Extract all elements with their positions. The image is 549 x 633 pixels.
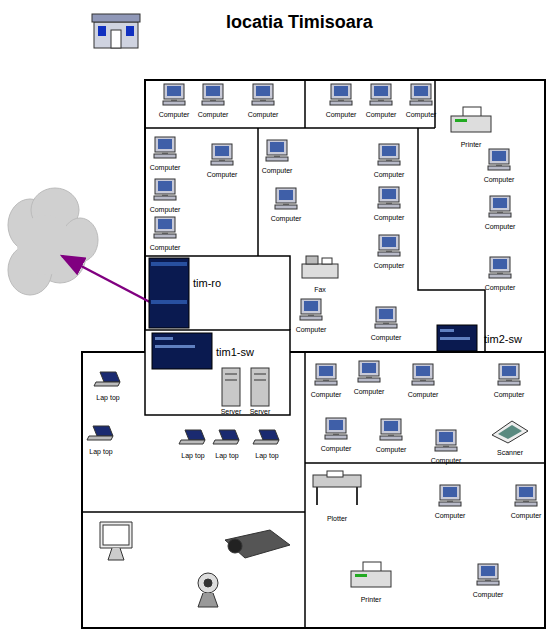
device-label: Computer [431,457,462,465]
device-label: Computer [485,284,516,292]
device-label: Computer [435,512,466,520]
device-label: Computer [150,164,181,172]
device-label: Computer [511,512,542,520]
device-label: Lap top [89,448,112,456]
device-label: Computer [366,111,397,119]
device-label: Lap top [181,452,204,460]
device-label: Server [221,408,242,416]
device-label: Computer [374,214,405,222]
device-label: Computer [326,111,357,119]
device-name: tim-ro [193,277,221,289]
device-label: Computer [248,111,279,119]
device-label: Plotter [327,515,347,523]
device-label: Server [250,408,271,416]
device-label: Computer [406,111,437,119]
device-label: Computer [485,223,516,231]
device-label: Computer [321,445,352,453]
device-label: Computer [371,334,402,342]
device-label: Fax [314,286,326,294]
device-label: Lap top [96,394,119,402]
device-label: Computer [150,244,181,252]
av-equipment [100,522,290,607]
device-label: Computer [494,391,525,399]
cloud [8,188,98,295]
device-label: Scanner [497,449,523,457]
device-label: Computer [198,111,229,119]
device-label: Computer [354,388,385,396]
device-icons [87,84,537,587]
device-name: tim1-sw [216,346,254,358]
building-icon [92,14,140,48]
device-label: Lap top [215,452,238,460]
device-label: Computer [311,391,342,399]
title: locatia Timisoara [226,12,373,33]
device-label: Computer [473,591,504,599]
device-name: tim2-sw [484,333,522,345]
device-label: Computer [374,262,405,270]
device-label: Computer [271,215,302,223]
device-label: Computer [159,111,190,119]
device-label: Computer [484,176,515,184]
device-label: Printer [361,596,382,604]
rack [149,258,477,369]
device-label: Computer [150,206,181,214]
device-label: Printer [461,141,482,149]
device-label: Lap top [255,452,278,460]
device-label: Computer [374,171,405,179]
device-label: Computer [376,446,407,454]
device-label: Computer [296,326,327,334]
device-label: Computer [207,171,238,179]
device-label: Computer [408,391,439,399]
device-label: Computer [262,167,293,175]
